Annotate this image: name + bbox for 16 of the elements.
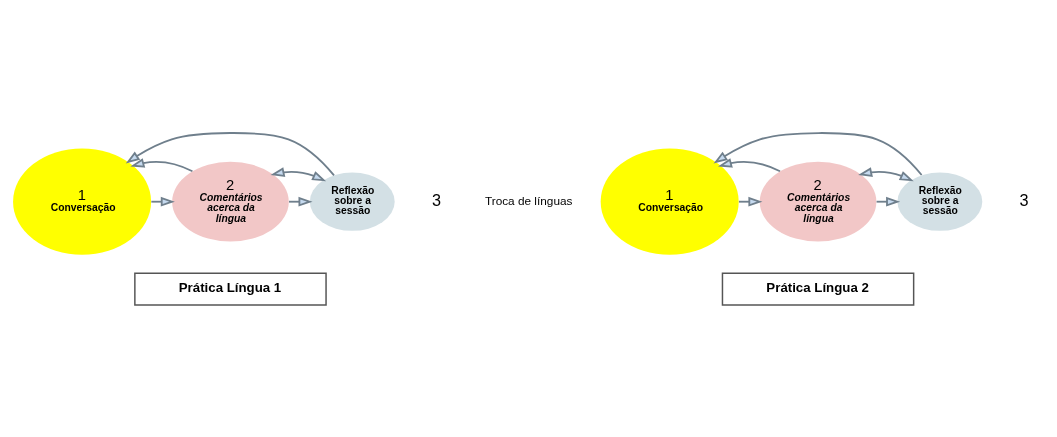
node-box: Prática Língua 1: [134, 272, 327, 306]
arrow: [738, 196, 763, 207]
arrow: [288, 196, 313, 207]
label: Troca de línguas: [484, 193, 573, 208]
arrow: [858, 166, 914, 181]
arrow: [125, 131, 335, 176]
node-ellipse: 2 Comentários acerca da língua: [759, 161, 877, 242]
node-label: 3: [1019, 190, 1029, 209]
node-box: Prática Língua 2: [721, 272, 915, 306]
arrow: [713, 131, 923, 176]
arrow: [130, 157, 194, 172]
node-label: 3: [431, 190, 441, 209]
arrow: [875, 196, 901, 207]
arrow: [270, 166, 327, 181]
arrow: [150, 196, 175, 207]
arrow: [717, 157, 781, 172]
